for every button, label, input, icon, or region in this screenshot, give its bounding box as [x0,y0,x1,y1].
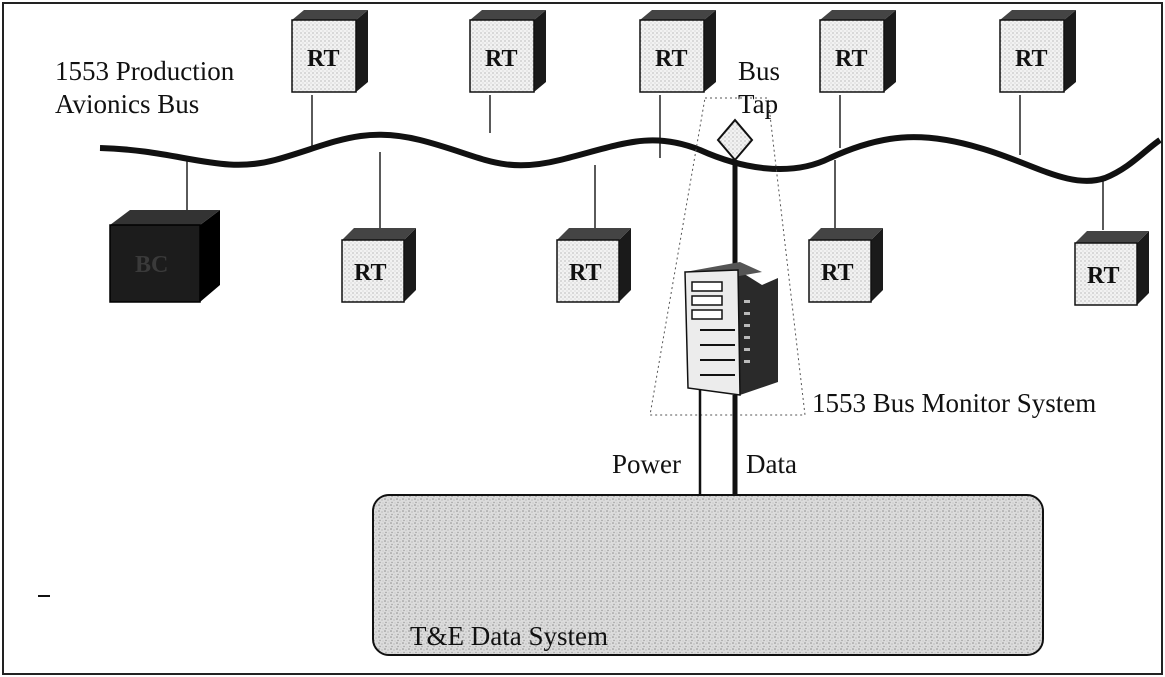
rt-box-top-3: RT [640,10,716,92]
bus-title-line2: Avionics Bus [55,89,199,119]
data-label: Data [746,449,797,479]
rt-label: RT [569,260,602,286]
rt-box-top-2: RT [470,10,546,92]
bus-tap-icon [718,120,752,160]
bus-monitor-computer-icon [685,262,778,395]
rt-box-bottom-2: RT [557,228,631,302]
bc-label: BC [135,252,168,278]
monitor-system-label: 1553 Bus Monitor System [812,388,1096,418]
rt-label: RT [835,46,868,72]
bus-title-line1: 1553 Production [55,56,235,86]
rt-box-bottom-4: RT [1075,231,1149,305]
rt-box-bottom-3: RT [809,228,883,302]
rt-label: RT [307,46,340,72]
bus-controller-box: BC [110,210,220,302]
rt-box-top-5: RT [1000,10,1076,92]
data-system-label: T&E Data System [410,621,608,651]
rt-label: RT [354,260,387,286]
rt-label: RT [1087,263,1120,289]
rt-label: RT [821,260,854,286]
avionics-bus-line [100,135,1160,181]
tap-label-line2: Tap [738,89,778,119]
bus-stubs [187,95,1103,230]
rt-box-top-1: RT [292,10,368,92]
rt-box-top-4: RT [820,10,896,92]
rt-label: RT [655,46,688,72]
rt-label: RT [1015,46,1048,72]
power-label: Power [612,449,681,479]
rt-label: RT [485,46,518,72]
tap-label-line1: Bus [738,56,780,86]
rt-box-bottom-1: RT [342,228,416,302]
